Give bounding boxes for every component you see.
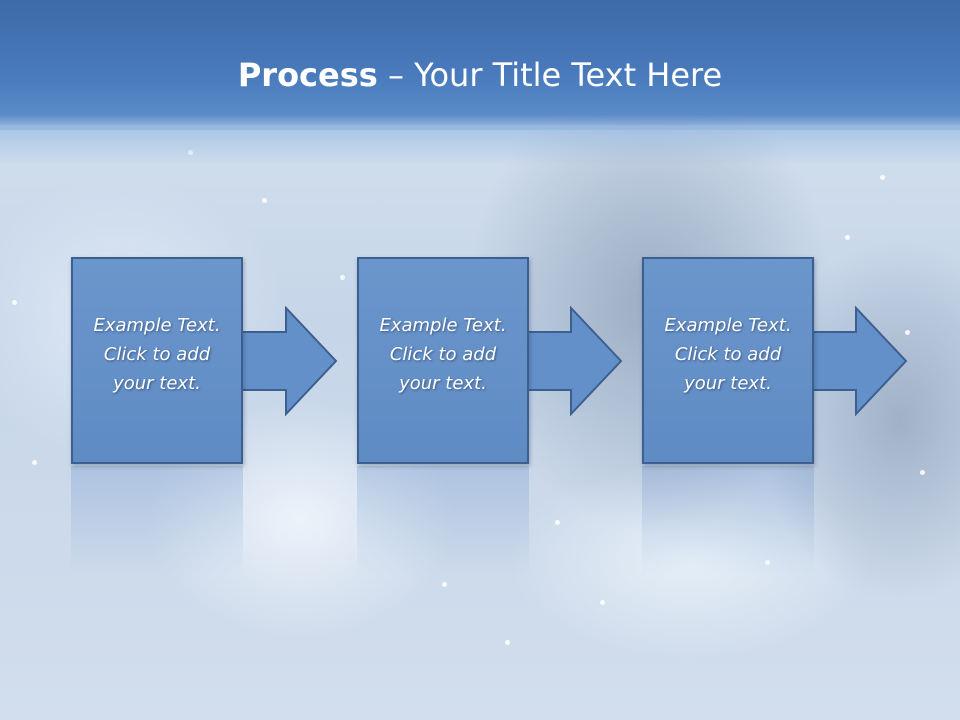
process-step-1[interactable]: Example Text. Click to add your text. (71, 257, 243, 464)
snowflake (505, 640, 510, 645)
slide-title[interactable]: Process – Your Title Text Here (0, 52, 960, 98)
snowflake (32, 460, 37, 465)
snowflake (920, 470, 925, 475)
process-step-2-text: Example Text. Click to add your text. (379, 315, 507, 394)
step-2-reflection (357, 466, 529, 576)
step-3-reflection (642, 466, 814, 576)
snowflake (555, 520, 560, 525)
step-1-reflection (71, 466, 243, 576)
right-arrow-icon (242, 306, 338, 416)
snowflake (262, 198, 267, 203)
snowflake (765, 560, 770, 565)
process-step-3-text: Example Text. Click to add your text. (664, 315, 792, 394)
process-step-2[interactable]: Example Text. Click to add your text. (357, 257, 529, 464)
snowflake (12, 300, 17, 305)
snowflake (845, 235, 850, 240)
slide-title-bold: Process (237, 56, 378, 94)
snowflake (340, 275, 345, 280)
title-bar-fade (0, 125, 960, 165)
snowflake (880, 175, 885, 180)
process-step-3[interactable]: Example Text. Click to add your text. (642, 257, 814, 464)
right-arrow-icon (812, 306, 908, 416)
right-arrow-icon (527, 306, 623, 416)
snowflake (600, 600, 605, 605)
title-bar (0, 0, 960, 130)
slide-title-rest: – Your Title Text Here (377, 56, 723, 94)
process-step-1-text: Example Text. Click to add your text. (93, 315, 221, 394)
snowflake (905, 330, 910, 335)
snowflake (442, 582, 447, 587)
